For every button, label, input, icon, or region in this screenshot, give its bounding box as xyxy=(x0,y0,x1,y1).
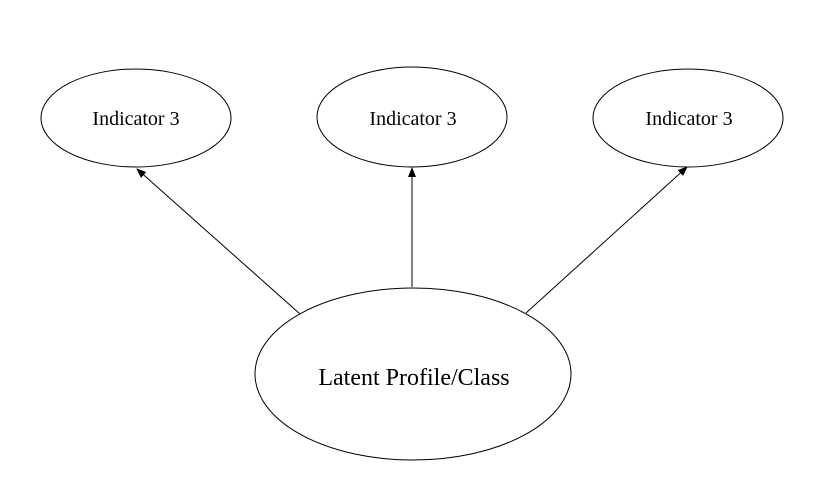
indicator-ellipse xyxy=(40,68,232,168)
indicator-label: Indicator 3 xyxy=(92,108,179,130)
latent-label: Latent Profile/Class xyxy=(318,365,509,391)
latent-node: Latent Profile/Class xyxy=(254,287,572,461)
indicator-node-1: Indicator 3 xyxy=(40,68,232,168)
indicator-node-3: Indicator 3 xyxy=(592,68,784,168)
indicator-ellipse xyxy=(592,68,784,168)
indicator-label: Indicator 3 xyxy=(645,108,732,130)
arrow-latent-to-indicator-3 xyxy=(525,166,688,314)
indicator-label: Indicator 3 xyxy=(369,108,456,130)
arrow-latent-to-indicator-1 xyxy=(136,168,301,315)
indicator-ellipse xyxy=(316,66,508,168)
indicator-node-2: Indicator 3 xyxy=(316,66,508,168)
latent-ellipse xyxy=(254,287,572,461)
